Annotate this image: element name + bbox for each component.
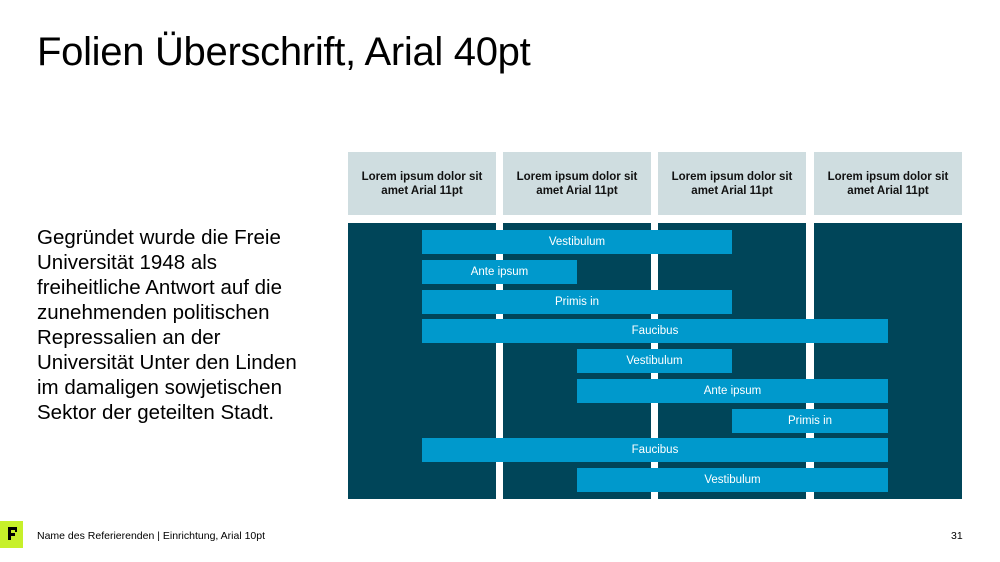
- body-text: Gegründet wurde die Freie Universität 19…: [37, 226, 297, 424]
- column-header: Lorem ipsum dolor sit amet Arial 11pt: [348, 152, 496, 215]
- timeline-bar-label: Vestibulum: [626, 355, 683, 367]
- timeline-bar-label: Primis in: [554, 296, 600, 308]
- timeline-bar: Faucibus: [422, 438, 888, 462]
- timeline-bar: Ante ipsum: [422, 260, 577, 284]
- timeline-bar: Ante ipsum: [577, 379, 888, 403]
- footer-text: Name des Referierenden | Einrichtung, Ar…: [37, 530, 266, 542]
- timeline-bar-label: Ante ipsum: [703, 385, 762, 397]
- page-number: 31: [951, 530, 963, 542]
- column-header: Lorem ipsum dolor sit amet Arial 11pt: [503, 152, 651, 215]
- column-header: Lorem ipsum dolor sit amet Arial 11pt: [814, 152, 962, 215]
- slide-title: Folien Überschrift, Arial 40pt: [37, 30, 531, 74]
- logo-icon: [0, 521, 23, 548]
- timeline-bar: Faucibus: [422, 319, 888, 343]
- timeline-bar-label: Ante ipsum: [470, 266, 529, 278]
- timeline-bar-label: Vestibulum: [548, 236, 606, 248]
- timeline-bar: Primis in: [732, 409, 888, 433]
- timeline-bar-label: Faucibus: [631, 444, 679, 456]
- column-header: Lorem ipsum dolor sit amet Arial 11pt: [658, 152, 806, 215]
- timeline-bar: Vestibulum: [422, 230, 732, 254]
- timeline-bar-label: Faucibus: [631, 325, 679, 337]
- timeline-bar-label: Vestibulum: [704, 474, 761, 486]
- timeline-bar: Primis in: [422, 290, 732, 314]
- timeline-bar-label: Primis in: [787, 415, 833, 427]
- timeline-bar: Vestibulum: [577, 349, 732, 373]
- timeline-bar: Vestibulum: [577, 468, 888, 492]
